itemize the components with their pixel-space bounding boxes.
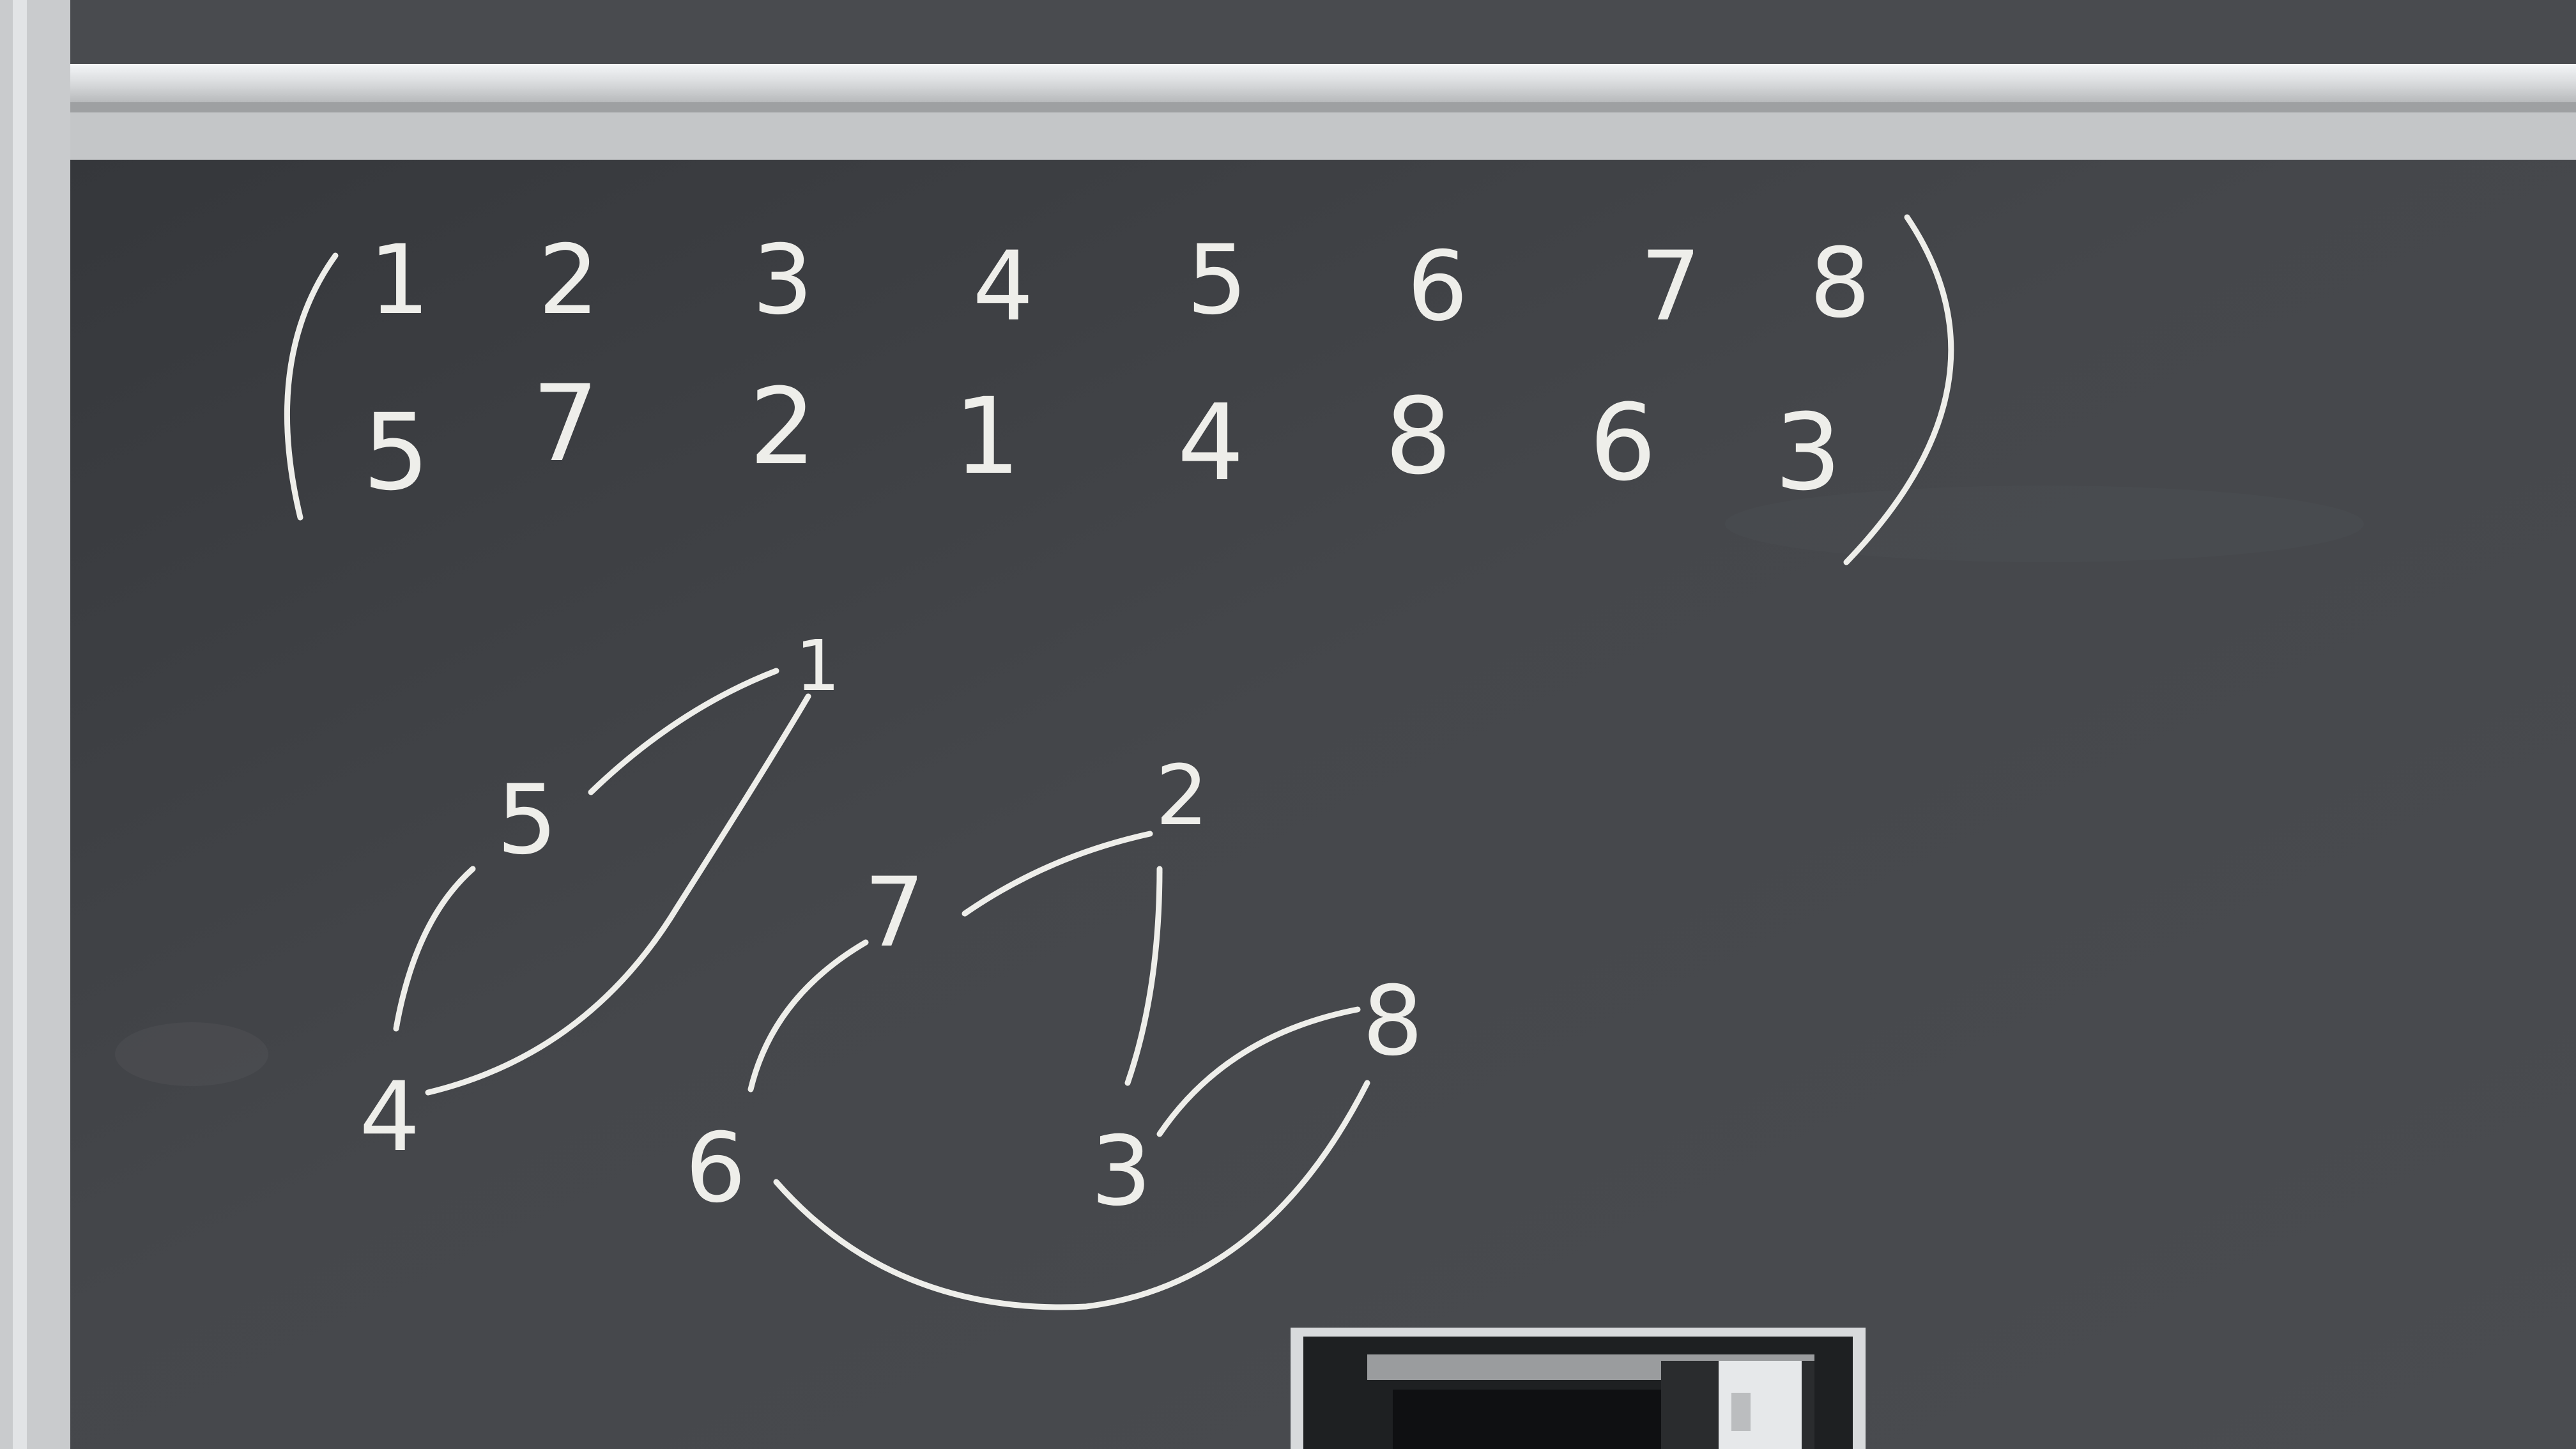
arrow-4-to-1 xyxy=(425,693,811,1096)
frame-left-post xyxy=(0,0,70,1449)
right-parenthesis xyxy=(1843,214,1954,565)
top-cell: 6 xyxy=(1407,231,1468,342)
top-cell: 7 xyxy=(1640,231,1701,342)
cycle-a-node: 5 xyxy=(496,765,557,876)
bottom-cell: 5 xyxy=(363,391,430,514)
permutation-top-row: 1 2 3 4 5 6 7 8 xyxy=(369,225,1870,342)
top-cell: 2 xyxy=(538,225,599,336)
bottom-cell: 2 xyxy=(749,365,816,488)
top-cell: 8 xyxy=(1809,228,1870,339)
cycle-a-node: 1 xyxy=(795,625,840,707)
arrow-8-to-3 xyxy=(1156,1006,1361,1137)
cycle-a-node: 4 xyxy=(359,1062,420,1173)
arrow-6-to-8 xyxy=(773,1080,1370,1310)
bottom-cell: 8 xyxy=(1385,375,1452,498)
cycle-b-node: 6 xyxy=(685,1113,746,1224)
top-cell: 3 xyxy=(752,225,813,336)
arrow-3-to-2 xyxy=(1124,866,1160,1086)
arrow-1-to-5 xyxy=(588,668,779,795)
top-cell: 5 xyxy=(1186,225,1247,336)
bottom-cell: 6 xyxy=(1590,381,1657,504)
arrow-2-to-7 xyxy=(962,831,1153,917)
bottom-cell: 1 xyxy=(954,375,1021,498)
bottom-cell: 7 xyxy=(532,362,599,485)
cycle-diagram: 1 5 4 2 7 6 8 3 xyxy=(359,625,1423,1310)
cycle-b-node: 7 xyxy=(864,857,924,969)
bottom-cell: 4 xyxy=(1177,381,1245,504)
cycle-b-node: 2 xyxy=(1156,747,1209,844)
projector-device xyxy=(1291,1328,1866,1449)
permutation-matrix xyxy=(284,214,1954,565)
bottom-cell: 3 xyxy=(1775,391,1842,514)
upper-board-panel xyxy=(0,0,2576,70)
chalkboard-surface xyxy=(70,160,2576,1449)
chalk-ledge xyxy=(0,64,2576,102)
arrow-7-to-6 xyxy=(747,939,869,1092)
cycle-b-node: 3 xyxy=(1091,1116,1151,1227)
left-parenthesis xyxy=(284,252,339,521)
permutation-bottom-row: 5 7 2 1 4 8 6 3 xyxy=(363,362,1842,514)
top-cell: 4 xyxy=(972,231,1033,342)
arrow-5-to-4 xyxy=(393,866,476,1032)
cycle-b-node: 8 xyxy=(1362,966,1423,1077)
top-cell: 1 xyxy=(369,225,429,336)
